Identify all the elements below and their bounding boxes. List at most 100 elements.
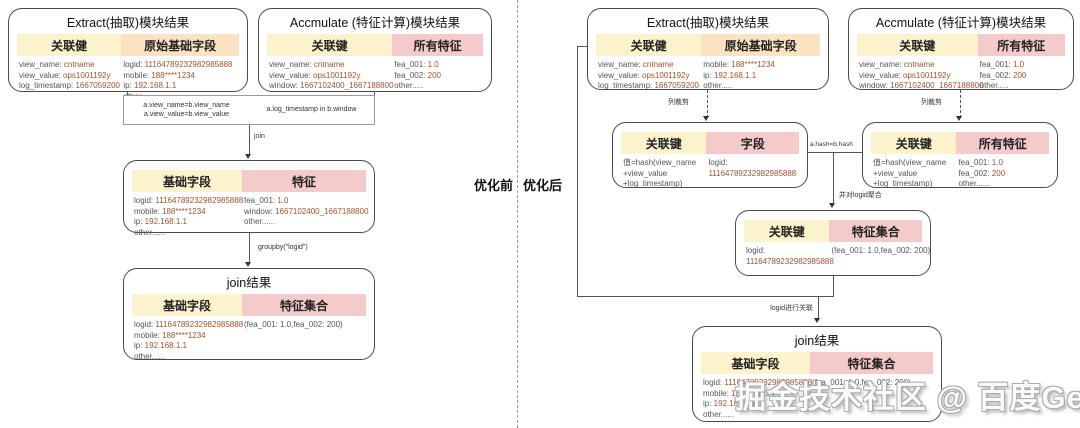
field-label: view_name: [598, 60, 641, 69]
field-line: (fea_001: 1.0,fea_002: 200) [812, 378, 933, 389]
field-value: 11164789232982985888 [708, 168, 797, 178]
field-label: logid: [134, 196, 154, 205]
field-line: log_timestamp: 1667059200 [598, 81, 701, 92]
box-title: join结果 [794, 334, 840, 348]
column-headers: 关联键 所有特征 [267, 34, 483, 56]
field-value: 192.168.1.1 [711, 70, 757, 80]
field-label: view_name: [859, 60, 902, 69]
arrowhead-icon [814, 318, 820, 323]
field-line: window: 1667102400_1667188800 [859, 81, 984, 92]
field-label: other..... [703, 81, 733, 91]
arrowhead-icon [829, 203, 835, 208]
field-line: mobile: 188****1234 [703, 389, 810, 400]
field-label: other..... [394, 81, 424, 91]
field-label: other...... [134, 227, 166, 237]
field-label: +log_timestamp) [623, 179, 683, 189]
field-line: ip: 192.168.1.1 [703, 399, 810, 410]
field-label: view_value: [859, 70, 901, 80]
field-value: 1.0 [425, 60, 439, 69]
field-value: 188****1234 [728, 388, 775, 398]
field-label: other...... [703, 409, 735, 419]
before-accumulate-result-box: Accmulate (特征计算)模块结果 关联键 所有特征 view_name:… [258, 8, 492, 92]
key-column-header: 基础字段 [701, 352, 811, 374]
key-column-header: 关联键 [267, 34, 393, 56]
field-label: view_value: [19, 70, 61, 80]
field-line: fea_002: 200 [958, 169, 1049, 180]
field-value: cntname [901, 60, 935, 69]
groupby-arrow-label: groupby("logid") [258, 244, 308, 251]
field-label: 值=hash(view_name [873, 158, 947, 167]
field-label: fea_001: [243, 196, 276, 205]
field-label: (fea_001: 1.0,fea_002: 200) [831, 246, 931, 255]
field-line: 11164789232982985888 [708, 169, 799, 180]
field-line: (fea_001: 1.0,fea_002: 200) [244, 320, 366, 331]
value-column-header: 特征集合 [810, 352, 933, 374]
field-label: other...... [243, 217, 276, 227]
field-value: cntname [61, 60, 95, 69]
field-label: window: [859, 81, 888, 91]
field-value: 1667102400_1667188800 [887, 81, 984, 91]
field-label: mobile: [134, 330, 160, 340]
field-value: 11164789232982985888 [142, 60, 233, 69]
column-headers: 关联健 原始基础字段 [596, 34, 820, 56]
join-condition-keys: a.view_name=b.view_name a.view_value=b.v… [124, 101, 249, 120]
field-line: view_value: ops1001192y [19, 71, 121, 82]
field-line: +view_value [873, 169, 956, 180]
prune-arrow-line [707, 90, 708, 118]
join-arrow-line [249, 125, 251, 156]
key-column-header: 关联键 [871, 132, 957, 154]
field-label: fea_001: [394, 60, 426, 69]
groupby-arrow-line [249, 233, 251, 264]
field-value: 1667059200 [652, 81, 699, 91]
field-value: 1667102400_1667188800 [272, 206, 369, 216]
before-join-result-box: join结果 基础字段 特征集合 logid: 1116478923298298… [123, 268, 375, 361]
field-label: logid: [703, 378, 723, 387]
box-title: join结果 [226, 276, 272, 290]
field-label: 值=hash(view_name [623, 158, 697, 167]
field-line: +log_timestamp) [623, 179, 706, 190]
field-label: ip: [134, 217, 143, 227]
field-lines: 值=hash(view_name+view_value+log_timestam… [871, 158, 956, 190]
field-line: other..... [703, 81, 820, 92]
aggregate-arrow-label: 并对logid聚合 [839, 192, 882, 199]
prune-arrow-line [960, 90, 961, 118]
field-line: 值=hash(view_name [873, 158, 956, 169]
column-headers: 关联键 字段 [621, 132, 799, 154]
field-label: mobile: [123, 70, 150, 80]
field-value: 188****1234 [729, 60, 775, 69]
field-value: ops1001192y [639, 70, 690, 80]
field-line: mobile: 188****1234 [134, 207, 242, 218]
after-accumulate-result-box: Accmulate (特征计算)模块结果 关联键 所有特征 view_name:… [848, 8, 1074, 90]
field-label: log_timestamp: [19, 81, 74, 91]
before-extract-result-box: Extract(抽取)模块结果 关联健 原始基础字段 view_name: cn… [8, 8, 248, 101]
after-hashed-features-box: 关联键 所有特征 值=hash(view_name+view_value+log… [862, 122, 1058, 188]
field-value: ops1001192y [60, 70, 111, 80]
join-condition-line: a.view_value=b.view_value [143, 111, 230, 118]
field-label: ip: [703, 399, 712, 409]
field-value: 192.168.1.1 [142, 217, 187, 227]
field-lines: (fea_001: 1.0,fea_002: 200) [810, 378, 933, 420]
box-title: Extract(抽取)模块结果 [646, 16, 770, 30]
field-line: fea_001: 1.0 [394, 60, 483, 71]
field-label: logid: [746, 246, 766, 255]
field-label: fea_002: [958, 168, 990, 178]
connector-line [577, 296, 834, 298]
value-column-header: 所有特征 [956, 132, 1049, 154]
before-phase-label: 优化前 [473, 178, 513, 193]
field-line: ip: 192.168.1.1 [703, 71, 820, 82]
value-column-header: 所有特征 [392, 34, 483, 56]
field-line: (fea_001: 1.0,fea_002: 200) [831, 246, 930, 257]
box-body: logid:11164789232982985888 (fea_001: 1.0… [744, 246, 930, 267]
field-label: view_value: [598, 70, 640, 80]
value-column-header: 原始基础字段 [121, 34, 239, 56]
field-label: logid: [134, 320, 154, 329]
field-label: logid: [708, 158, 728, 167]
arrowhead-icon [245, 154, 251, 159]
join-condition-line: a.view_name=b.view_name [143, 101, 230, 109]
field-line: 值=hash(view_name [623, 158, 706, 169]
